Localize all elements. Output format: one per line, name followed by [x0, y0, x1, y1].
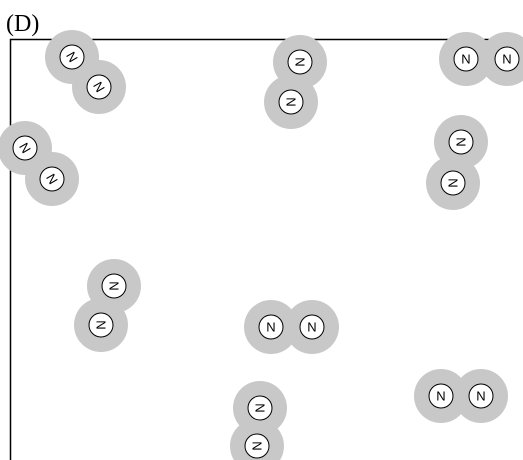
nitrogen-atom: N: [12, 135, 38, 161]
atom-symbol: N: [107, 281, 122, 290]
atom-symbol: N: [253, 403, 268, 412]
nitrogen-atom: N: [88, 312, 114, 338]
atom-symbol: N: [502, 52, 511, 67]
atom-circle: [448, 129, 474, 155]
n2-molecule: NN: [230, 381, 287, 460]
nitrogen-atom: N: [428, 383, 454, 409]
atom-symbol: N: [94, 320, 109, 329]
nitrogen-atom: N: [258, 314, 284, 340]
atom-circle: [453, 46, 479, 72]
n2-molecule: NN: [74, 259, 141, 352]
nitrogen-atom: N: [86, 74, 112, 100]
nitrogen-atom: N: [39, 166, 65, 192]
atom-circle: [12, 135, 38, 161]
atom-circle: [440, 170, 466, 196]
atom-circle: [428, 383, 454, 409]
nitrogen-atom: N: [299, 314, 325, 340]
atom-circle: [39, 166, 65, 192]
atom-circle: [88, 312, 114, 338]
atom-symbol: N: [436, 389, 445, 404]
nitrogen-atom: N: [468, 383, 494, 409]
nitrogen-atom: N: [244, 433, 270, 459]
nitrogen-atom: N: [287, 49, 313, 75]
atom-symbol: N: [293, 57, 308, 66]
nitrogen-atom: N: [453, 46, 479, 72]
atom-symbol: N: [284, 97, 299, 106]
atom-symbol: N: [446, 178, 461, 187]
atom-circle: [258, 314, 284, 340]
atom-circle: [59, 44, 85, 70]
atom-circle: [468, 383, 494, 409]
atom-circle: [86, 74, 112, 100]
n2-molecule: NN: [264, 35, 327, 129]
atom-symbol: N: [476, 389, 485, 404]
nitrogen-atom: N: [59, 44, 85, 70]
n2-molecule: NN: [426, 115, 488, 210]
atom-symbol: N: [307, 320, 316, 335]
atom-circle: [299, 314, 325, 340]
n2-molecule: NN: [45, 30, 126, 114]
atom-circle: [101, 273, 127, 299]
atom-circle: [287, 49, 313, 75]
nitrogen-atom: N: [247, 395, 273, 421]
atom-circle: [247, 395, 273, 421]
atom-symbol: N: [461, 52, 470, 67]
nitrogen-atom: N: [448, 129, 474, 155]
panel-label: (D): [6, 11, 40, 37]
atom-circle: [494, 46, 520, 72]
atom-symbol: N: [454, 137, 469, 146]
container-frame: [9, 38, 523, 460]
atom-symbol: N: [250, 441, 265, 450]
nitrogen-atom: N: [101, 273, 127, 299]
n2-molecule: NN: [0, 121, 79, 206]
atom-circle: [244, 433, 270, 459]
nitrogen-atom: N: [440, 170, 466, 196]
nitrogen-atom: N: [278, 89, 304, 115]
atom-circle: [278, 89, 304, 115]
nitrogen-atom: N: [494, 46, 520, 72]
atom-symbol: N: [266, 320, 275, 335]
